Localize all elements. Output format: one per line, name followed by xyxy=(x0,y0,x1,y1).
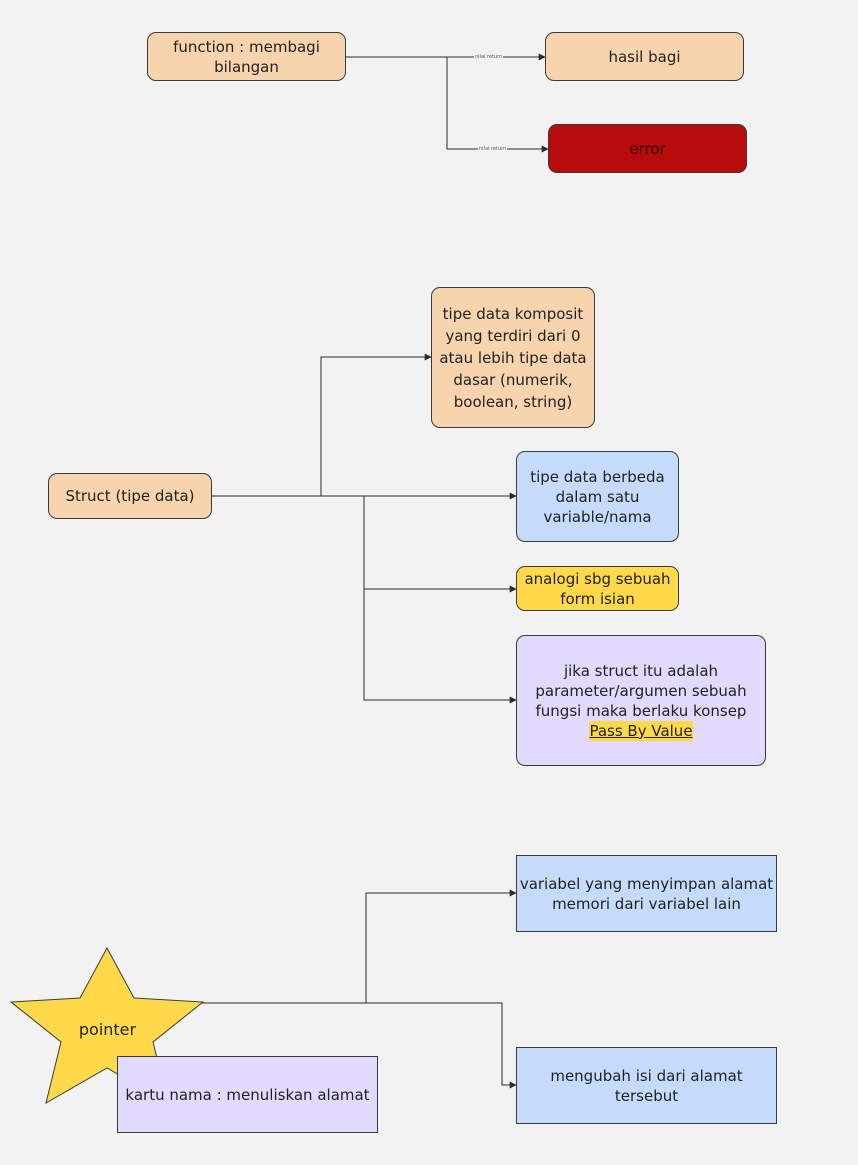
edge-label-return-error: nilai return xyxy=(478,146,508,152)
connector-pointer-to-modify[interactable] xyxy=(200,1002,517,1089)
function-node[interactable]: function : membagi bilangan xyxy=(147,32,346,81)
connector-struct-to-pass-by-value[interactable] xyxy=(212,495,517,704)
modify-node[interactable]: mengubah isi dari alamat tersebut xyxy=(516,1047,777,1124)
error-node[interactable]: error xyxy=(548,124,747,173)
definition-node[interactable]: tipe data komposit yang terdiri dari 0 a… xyxy=(431,287,595,428)
name-card-node[interactable]: kartu nama : menuliskan alamat xyxy=(117,1056,378,1133)
struct-node[interactable]: Struct (tipe data) xyxy=(48,473,212,519)
connector-struct-to-definition[interactable] xyxy=(212,353,432,497)
connector-function-to-error[interactable] xyxy=(346,56,549,153)
result-node[interactable]: hasil bagi xyxy=(545,32,744,81)
address-node[interactable]: variabel yang menyimpan alamat memori da… xyxy=(516,855,777,932)
pass-by-value-node[interactable]: jika struct itu adalah parameter/argumen… xyxy=(516,635,766,766)
connector-pointer-to-address[interactable] xyxy=(200,889,517,1004)
different-types-node[interactable]: tipe data berbeda dalam satu variable/na… xyxy=(516,451,679,542)
analogy-node[interactable]: analogi sbg sebuah form isian xyxy=(516,566,679,611)
pointer-node-label: pointer xyxy=(78,1020,137,1039)
edge-label-return-result: nilai return xyxy=(474,54,504,60)
pass-by-value-highlight: Pass By Value xyxy=(589,720,693,741)
pass-by-value-text: jika struct itu adalah parameter/argumen… xyxy=(535,661,747,720)
